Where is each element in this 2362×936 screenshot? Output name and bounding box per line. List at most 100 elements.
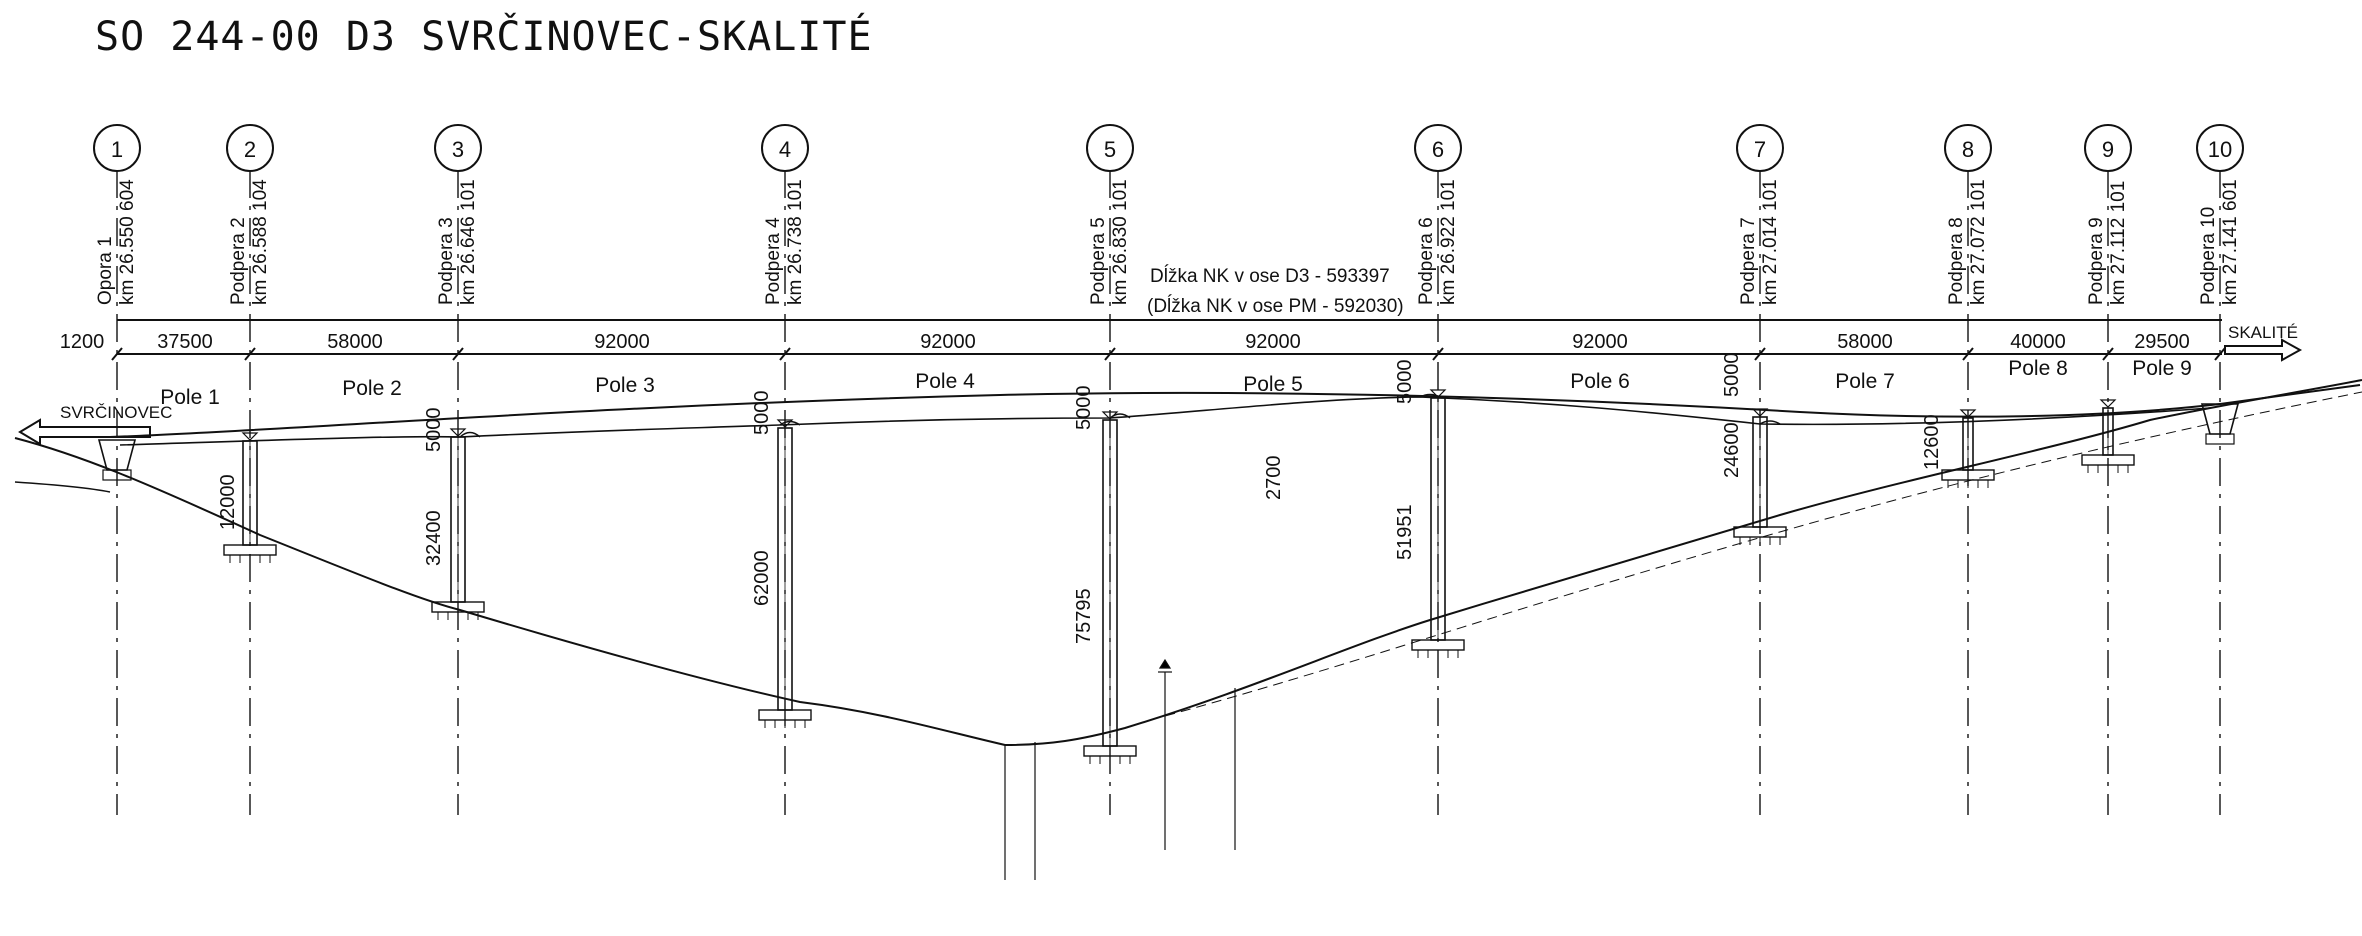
- axis-circle: [1086, 124, 1134, 172]
- dim-deck-4: 5000: [1073, 386, 1095, 431]
- bridge-geometry: [14, 319, 2362, 764]
- axis-circle: [1944, 124, 1992, 172]
- axis-number: 9: [2102, 137, 2114, 162]
- axis-name: Podpera 7: [1738, 217, 1759, 305]
- pole-label-9: Pole 9: [2132, 357, 2192, 380]
- dim-height-5: 75795: [1073, 588, 1095, 644]
- length-d3-label: Dĺžka NK v ose D3 - 593397: [1150, 265, 1390, 287]
- pier-6: [1411, 389, 1465, 658]
- axis-km: km 26.922 101: [1438, 179, 1459, 305]
- axis-km: km 27.072 101: [1968, 179, 1989, 305]
- axis-km: km 27.112 101: [2108, 181, 2129, 305]
- length-pm-label: (Dĺžka NK v ose PM - 592030): [1147, 295, 1404, 317]
- axis-name: Podpera 10: [2198, 207, 2219, 305]
- dim-deck-5: 5000: [1394, 360, 1416, 405]
- span-dim-2: 37500: [157, 331, 213, 353]
- pier-7: [1733, 408, 1787, 545]
- axis-number: 5: [1104, 137, 1116, 162]
- axis-circle: [93, 124, 141, 172]
- axis-number: 2: [244, 137, 256, 162]
- axis-km: km 27.141 601: [2220, 179, 2241, 305]
- axis-circle: [1736, 124, 1784, 172]
- axis-km: km 26.550 604: [117, 179, 138, 305]
- span-dim-7: 92000: [1572, 331, 1628, 353]
- axis-km: km 26.646 101: [458, 179, 479, 305]
- deck-top-line: [109, 384, 2361, 438]
- pole-label-2: Pole 2: [342, 377, 402, 400]
- axis-name: Podpera 8: [1946, 217, 1967, 305]
- pole-label-3: Pole 3: [595, 374, 655, 397]
- span-dim-3: 58000: [327, 331, 383, 353]
- dim-height-2: 12000: [217, 474, 239, 530]
- span-dim-8: 58000: [1837, 331, 1893, 353]
- axis-name: Opora 1: [95, 236, 116, 305]
- axis-km: km 26.588 104: [250, 179, 271, 305]
- pier-4: [758, 419, 812, 728]
- axis-km: km 26.738 101: [785, 179, 806, 305]
- axis-number: 10: [2208, 137, 2232, 162]
- pier-2: [223, 432, 277, 563]
- dim-height-3: 32400: [423, 510, 445, 566]
- axis-number: 8: [1962, 137, 1974, 162]
- dim-deck-6: 5000: [1721, 353, 1743, 398]
- footing: [223, 544, 277, 556]
- axis-circle: [434, 124, 482, 172]
- dim-height-4: 62000: [751, 550, 773, 606]
- axis-name: Podpera 4: [763, 217, 784, 305]
- axis-circle: [761, 124, 809, 172]
- axis-name: Podpera 9: [2086, 217, 2107, 305]
- pole-label-1: Pole 1: [160, 386, 220, 409]
- axis-number: 4: [779, 137, 791, 162]
- direction-left-label: SVRČINOVEC: [60, 403, 172, 422]
- bearing-mark: [776, 419, 794, 428]
- axis-name: Podpera 2: [228, 217, 249, 305]
- axis-name: Podpera 6: [1416, 217, 1437, 305]
- bearing-mark: [449, 428, 467, 437]
- bearing-mark: [1429, 389, 1447, 398]
- span-dim-6: 92000: [1245, 331, 1301, 353]
- bearing-mark: [1751, 408, 1769, 417]
- pole-label-4: Pole 4: [915, 370, 975, 393]
- axis-circle: [2084, 124, 2132, 172]
- pole-label-8: Pole 8: [2008, 357, 2068, 380]
- terrain-line: [14, 379, 2362, 747]
- axis-number: 3: [452, 137, 464, 162]
- dim-height-6: 51951: [1394, 504, 1416, 560]
- pier-5: [1083, 411, 1137, 764]
- dim-deck-2: 5000: [423, 408, 445, 453]
- dim-deck-mid: 2700: [1263, 456, 1285, 501]
- road-left: [14, 481, 111, 493]
- dim-deck-3: 5000: [751, 391, 773, 436]
- pole-label-5: Pole 5: [1243, 373, 1303, 396]
- abutment-10: [2200, 403, 2240, 445]
- dim-height-8: 12600: [1921, 414, 1943, 470]
- pier-8: [1941, 409, 1995, 488]
- pole-label-6: Pole 6: [1570, 370, 1630, 393]
- dim-height-7: 24600: [1721, 422, 1743, 478]
- pier-9: [2081, 399, 2135, 473]
- span-dim-4: 92000: [594, 331, 650, 353]
- axis-name: Podpera 5: [1088, 217, 1109, 305]
- abutment-1: [97, 439, 137, 481]
- pier-3: [431, 428, 485, 620]
- axis-circle: [226, 124, 274, 172]
- bearing-mark: [241, 432, 259, 441]
- axis-circle: [1414, 124, 1462, 172]
- direction-left: SVRČINOVEC: [18, 403, 172, 446]
- bearing-mark: [2099, 399, 2117, 408]
- axis-name: Podpera 3: [436, 217, 457, 305]
- span-dim-1: 1200: [60, 331, 105, 353]
- axis-km: km 27.014 101: [1760, 179, 1781, 305]
- span-dim-5: 92000: [920, 331, 976, 353]
- span-dim-9: 40000: [2010, 331, 2066, 353]
- bearing-mark: [1959, 409, 1977, 418]
